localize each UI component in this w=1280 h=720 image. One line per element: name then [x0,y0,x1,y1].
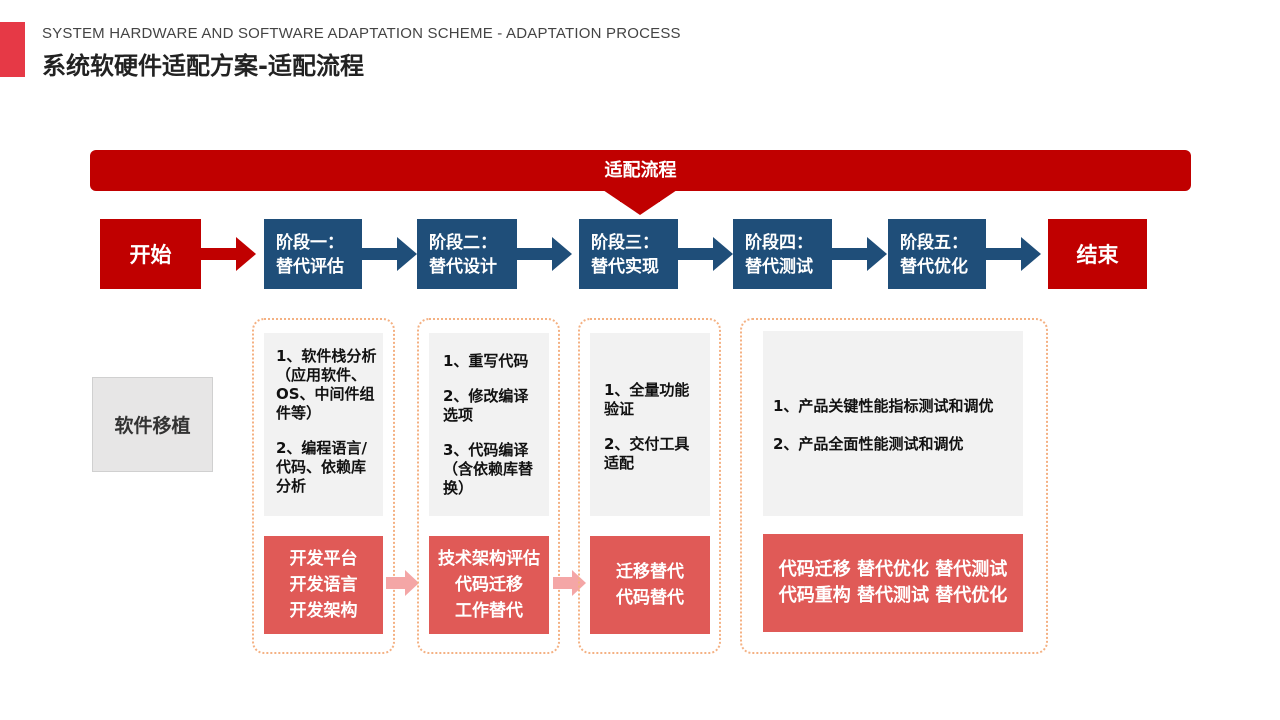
stage-5-box: 阶段五： 替代优化 [888,219,986,289]
group-2-task-1: 1、重写代码 [443,352,529,370]
stage-3-name: 替代实现 [591,257,659,277]
stage-5-name: 替代优化 [900,257,968,277]
stage-4-arrow-shaft [832,248,868,260]
stage-3-arrow-icon [713,237,733,271]
group-4-focus-1: 代码迁移 替代优化 替代测试 [778,559,1008,580]
stage-1-arrow-icon [397,237,417,271]
group-3-focus: 迁移替代 代码替代 [590,536,710,634]
start-box: 开始 [100,219,201,289]
group-1-focus: 开发平台 开发语言 开发架构 [264,536,383,634]
page-subtitle: SYSTEM HARDWARE AND SOFTWARE ADAPTATION … [42,25,681,42]
stage-2-arrow-icon [552,237,572,271]
stage-2-arrow-shaft [517,248,553,260]
stage-5-arrow-icon [1021,237,1041,271]
stage-3-arrow-shaft [678,248,714,260]
group-4-focus-2: 代码重构 替代测试 替代优化 [778,585,1008,606]
end-box: 结束 [1048,219,1147,289]
group-2-task-2: 2、修改编译选项 [443,387,529,424]
stage-2-title: 阶段二： [429,233,497,253]
group-2-frame [417,318,560,654]
group-2-task-3: 3、代码编译（含依赖库替换） [443,441,534,497]
stage-4-box: 阶段四： 替代测试 [733,219,832,289]
stage-2-box: 阶段二： 替代设计 [417,219,517,289]
software-migration-label: 软件移植 [92,377,213,472]
group-2-focus: 技术架构评估 代码迁移 工作替代 [429,536,549,634]
group-4-task-2: 2、产品全面性能测试和调优 [773,435,964,453]
group-1-focus-2: 开发语言 [289,575,358,595]
stage-4-arrow-icon [867,237,887,271]
group-3-focus-1: 迁移替代 [616,562,684,582]
group-1-task-2: 2、编程语言/代码、依赖库分析 [276,439,367,495]
stage-1-box: 阶段一： 替代评估 [264,219,362,289]
group-1-focus-1: 开发平台 [289,549,358,569]
stage-5-title: 阶段五： [900,233,968,253]
start-arrow-shaft [201,248,237,260]
focus-arrow-1-icon [405,570,419,596]
group-1-focus-3: 开发架构 [289,601,358,621]
stage-5-arrow-shaft [986,248,1022,260]
stage-3-title: 阶段三： [591,233,659,253]
focus-arrow-1-shaft [386,577,406,589]
start-arrow-icon [236,237,256,271]
accent-bar [0,22,25,77]
group-1-tasks: 1、软件栈分析（应用软件、OS、中间件组件等） 2、编程语言/代码、依赖库分析 [264,333,383,516]
stage-1-name: 替代评估 [276,257,344,277]
stage-1-arrow-shaft [362,248,398,260]
page-title: 系统软硬件适配方案-适配流程 [42,52,364,80]
stage-2-name: 替代设计 [429,257,497,277]
group-3-frame [578,318,721,654]
group-3-task-2: 2、交付工具适配 [604,435,690,472]
banner-down-arrow [603,190,677,215]
stage-4-name: 替代测试 [745,257,813,277]
focus-arrow-2-shaft [553,577,573,589]
group-2-focus-1: 技术架构评估 [438,549,540,569]
group-2-focus-3: 工作替代 [455,601,523,621]
stage-1-title: 阶段一： [276,233,344,253]
stage-3-box: 阶段三： 替代实现 [579,219,678,289]
group-3-tasks: 1、全量功能验证 2、交付工具适配 [590,333,710,516]
group-4-focus: 代码迁移 替代优化 替代测试 代码重构 替代测试 替代优化 [763,534,1023,632]
group-3-focus-2: 代码替代 [616,588,684,608]
group-2-focus-2: 代码迁移 [455,575,523,595]
group-2-tasks: 1、重写代码 2、修改编译选项 3、代码编译（含依赖库替换） [429,333,549,516]
group-1-task-1: 1、软件栈分析（应用软件、OS、中间件组件等） [276,347,377,422]
group-4-tasks: 1、产品关键性能指标测试和调优 2、产品全面性能测试和调优 [763,331,1023,516]
group-3-task-1: 1、全量功能验证 [604,381,690,418]
stage-4-title: 阶段四： [745,233,813,253]
group-4-frame [740,318,1048,654]
group-1-frame [252,318,395,654]
group-4-task-1: 1、产品关键性能指标测试和调优 [773,397,994,415]
process-banner: 适配流程 [90,150,1191,191]
